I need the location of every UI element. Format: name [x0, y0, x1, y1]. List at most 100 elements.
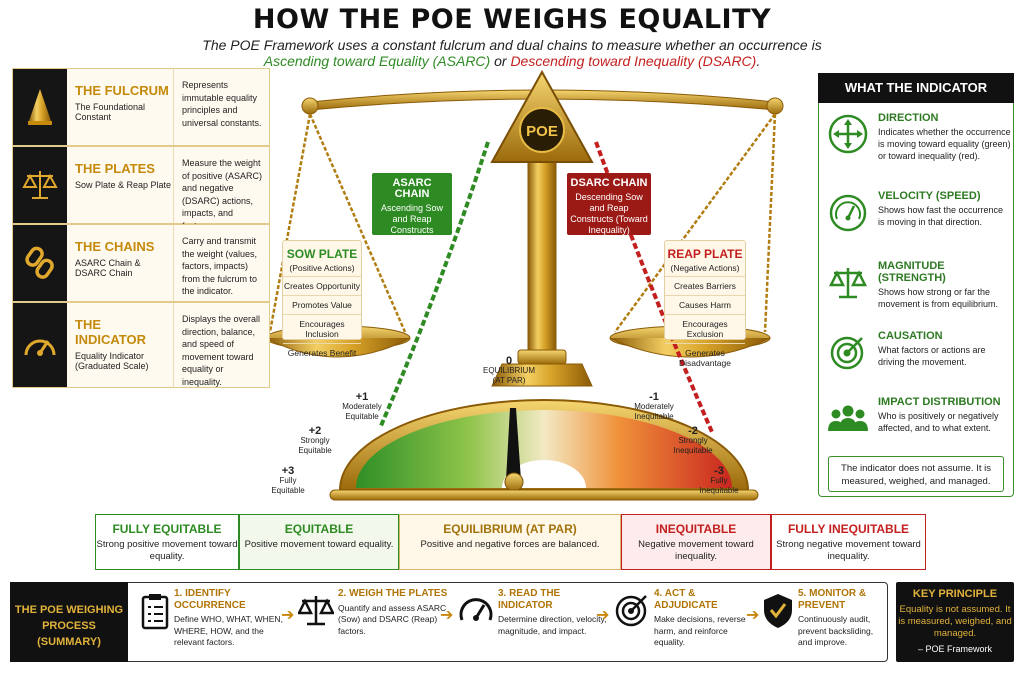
- status-desc: Strong positive movement toward equality…: [96, 539, 238, 562]
- sow-item: Encourages Inclusion: [283, 314, 361, 343]
- indicator-needle: [506, 408, 521, 480]
- process-step-title: 5. MONITOR & PREVENT: [798, 588, 867, 611]
- tick-label: Fully Inequitable: [699, 476, 739, 495]
- people-icon: [826, 396, 870, 440]
- indicator-item-desc: Who is positively or negatively affected…: [878, 411, 999, 433]
- indicator-item-title: VELOCITY (SPEED): [878, 190, 981, 202]
- component-sub: ASARC Chain & DSARC Chain: [75, 258, 141, 278]
- shield-icon: [762, 588, 794, 628]
- reap-plate-title: REAP PLATE: [667, 247, 743, 261]
- status-title: EQUITABLE: [284, 522, 354, 536]
- tick-value: +3: [281, 465, 295, 477]
- sow-plate-sub: (Positive Actions): [289, 263, 355, 273]
- process-step-title: 2. WEIGH THE PLATES: [338, 588, 448, 599]
- speedometer-icon: [826, 190, 870, 234]
- chain-icon: [13, 225, 67, 301]
- tick-value: +2: [308, 425, 322, 437]
- indicator-item-velocity: VELOCITY (SPEED) Shows how fast the occur…: [826, 190, 1012, 234]
- step-arrow: ➔: [440, 607, 454, 624]
- page-title: HOW THE POE WEIGHS EQUALITY: [252, 4, 772, 35]
- process-step-desc: Continuously audit, prevent backsliding,…: [798, 614, 874, 647]
- status-desc: Strong negative movement toward inequali…: [776, 539, 921, 562]
- process-heading: THE POE WEIGHING PROCESS (SUMMARY): [10, 582, 128, 662]
- component-sub: Sow Plate & Reap Plate: [75, 180, 172, 190]
- cone-icon: [13, 69, 67, 145]
- indicator-item-magnitude: MAGNITUDE (STRENGTH) Shows how strong or …: [826, 260, 1012, 310]
- key-principle-box: KEY PRINCIPLE Equality is not assumed. I…: [896, 582, 1014, 662]
- component-name: THE CHAINS: [75, 239, 155, 254]
- process-step-3: 3. READ THE INDICATOR Determine direction…: [458, 588, 608, 637]
- indicator-item-desc: Shows how strong or far the movement is …: [878, 287, 999, 309]
- status-desc: Positive movement toward equality.: [244, 539, 394, 550]
- component-plates: THE PLATES Sow Plate & Reap Plate Measure…: [12, 146, 270, 231]
- process-step-title: 3. READ THE INDICATOR: [498, 588, 561, 611]
- component-name: THE INDICATOR: [75, 317, 147, 347]
- indicator-item-desc: Indicates whether the occurrence is movi…: [878, 127, 1011, 161]
- indicator-item-title: DIRECTION: [878, 112, 939, 124]
- balance-icon: [13, 147, 67, 223]
- indicator-panel-heading: WHAT THE INDICATOR CONVEYS: [818, 73, 1014, 125]
- status-fully-equitable: FULLY EQUITABLE Strong positive movement …: [95, 514, 239, 570]
- component-indicator: THE INDICATOR Equality Indicator (Graduat…: [12, 302, 270, 388]
- key-principle-attribution: – POE Framework: [917, 644, 993, 654]
- poe-label: POE: [526, 123, 558, 140]
- subtitle-line2: Ascending toward Equality (ASARC) or Des…: [0, 53, 1024, 69]
- reap-item: Encourages Exclusion: [665, 314, 745, 343]
- dsarc-phrase: Descending toward Inequality (DSARC): [510, 53, 757, 69]
- sow-plate-card: SOW PLATE (Positive Actions) Creates Opp…: [282, 240, 362, 358]
- process-step-title: 1. IDENTIFY OCCURRENCE: [174, 588, 246, 611]
- component-name: THE PLATES: [75, 161, 155, 176]
- status-desc: Positive and negative forces are balance…: [420, 539, 600, 550]
- scale-icon: [826, 260, 870, 304]
- tick-label: EQUILIBRIUM (AT PAR): [482, 366, 535, 385]
- status-title: EQUILIBRIUM (AT PAR): [443, 522, 577, 536]
- status-equilibrium: EQUILIBRIUM (AT PAR) Positive and negativ…: [399, 514, 621, 570]
- component-desc: Measure the weight of positive (ASARC) a…: [173, 147, 269, 231]
- tick-value: -1: [649, 391, 659, 403]
- subtitle-or: or: [490, 53, 511, 69]
- tick-value: -3: [714, 465, 724, 477]
- tick-label: Strongly Equitable: [298, 436, 332, 455]
- asarc-phrase: Ascending toward Equality (ASARC): [263, 53, 491, 69]
- status-title: INEQUITABLE: [655, 522, 737, 536]
- asarc-chain-title: ASARC CHAIN: [392, 177, 432, 200]
- indicator-note: The indicator does not assume. It is mea…: [828, 456, 1004, 492]
- asarc-chain: [378, 141, 490, 429]
- reap-plate-card: REAP PLATE (Negative Actions) Creates Ba…: [664, 240, 746, 368]
- dsarc-chain-title: DSARC CHAIN: [570, 177, 648, 189]
- sow-item: Creates Opportunity: [283, 276, 361, 295]
- process-step-title: 4. ACT & ADJUDICATE: [654, 588, 718, 611]
- reap-item: Creates Barriers: [665, 276, 745, 295]
- status-title: FULLY INEQUITABLE: [787, 522, 910, 536]
- status-title: FULLY EQUITABLE: [112, 522, 222, 536]
- reap-item: Causes Harm: [665, 295, 745, 314]
- process-step-desc: Determine direction, velocity, magnitude…: [498, 614, 607, 636]
- indicator-item-title: MAGNITUDE (STRENGTH): [878, 260, 946, 284]
- dsarc-chain-desc: Descending Sow and Reap Constructs (Towa…: [570, 192, 648, 235]
- indicator-item-direction: DIRECTION Indicates whether the occurrenc…: [826, 112, 1012, 162]
- status-fully-inequitable: FULLY INEQUITABLE Strong negative movemen…: [771, 514, 926, 570]
- key-principle-text: Equality is not assumed. It is measured,…: [898, 604, 1012, 639]
- gauge-icon: [13, 303, 67, 387]
- tick-value: -2: [688, 425, 698, 437]
- tick-label: Moderately Equitable: [342, 402, 382, 421]
- sow-item: Generates Benefit: [283, 343, 361, 362]
- component-name: THE FULCRUM: [75, 83, 169, 98]
- tick-label: Fully Equitable: [271, 476, 305, 495]
- component-sub: Equality Indicator (Graduated Scale): [75, 351, 149, 371]
- indicator-item-desc: Shows how fast the occurrence is moving …: [878, 205, 1004, 227]
- sow-item: Promotes Value: [283, 295, 361, 314]
- dsarc-chain-box: DSARC CHAIN Descending Sow and Reap Const…: [567, 173, 651, 235]
